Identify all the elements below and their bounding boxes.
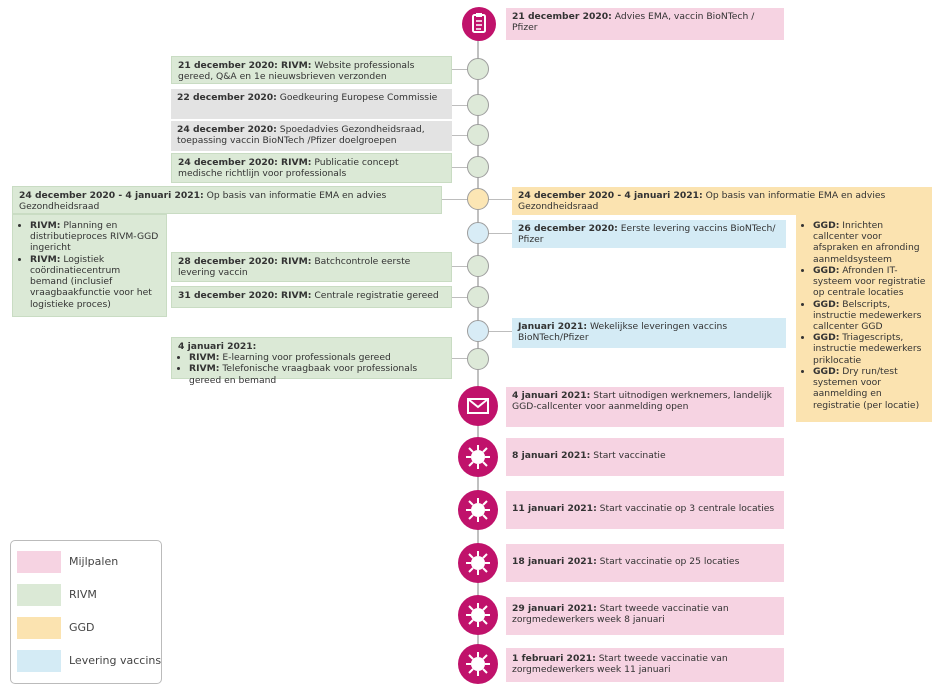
timeline-node: [467, 320, 489, 342]
event-goedkeuring-ec: 22 december 2020: Goedkeuring Europese C…: [171, 89, 452, 119]
connector: [452, 69, 477, 70]
event-rivm-period: 24 december 2020 - 4 januari 2021: Op ba…: [12, 186, 442, 214]
connector: [452, 105, 477, 106]
event-advies-ema: 21 december 2020: Advies EMA, vaccin Bio…: [506, 8, 784, 40]
virus-icon: [458, 644, 498, 684]
legend-label: Mijlpalen: [69, 555, 119, 568]
event-rivm-januari: 4 januari 2021: RIVM: E-learning voor pr…: [171, 337, 452, 386]
timeline-node: [467, 58, 489, 80]
connector: [452, 266, 477, 267]
list-item: GGD: Inrichten callcenter voor afspraken…: [813, 220, 926, 265]
list-item: RIVM: E-learning voor professionals gere…: [189, 352, 445, 363]
timeline-node: [467, 188, 489, 210]
virus-icon: [458, 595, 498, 635]
event-ggd-period: 24 december 2020 - 4 januari 2021: Op ba…: [512, 187, 932, 215]
connector: [478, 331, 512, 332]
clipboard-icon: [462, 7, 496, 41]
ggd-tasks-list: GGD: Inrichten callcenter voor afspraken…: [796, 215, 932, 422]
event-uitnodigen: 4 januari 2021: Start uitnodigen werknem…: [506, 387, 784, 427]
timeline-node: [467, 255, 489, 277]
timeline-node: [467, 222, 489, 244]
list-item: GGD: Triagescripts, instructie medewerke…: [813, 332, 926, 366]
event-rivm-website: 21 december 2020: RIVM: Website professi…: [171, 56, 452, 84]
connector: [452, 135, 477, 136]
event-centrale-registratie: 31 december 2020: RIVM: Centrale registr…: [171, 286, 452, 308]
event-rivm-richtlijn: 24 december 2020: RIVM: Publicatie conce…: [171, 153, 452, 183]
timeline-node: [467, 156, 489, 178]
list-item: GGD: Belscripts, instructie medewerkers …: [813, 299, 926, 333]
legend: Mijlpalen RIVM GGD Levering vaccins: [10, 540, 162, 684]
legend-swatch: [17, 584, 61, 606]
virus-icon: [458, 543, 498, 583]
event-eerste-levering: 26 december 2020: Eerste levering vaccin…: [512, 220, 786, 248]
list-item: RIVM: Planning en distributieproces RIVM…: [30, 220, 160, 254]
event-tweede-vaccinatie-2: 1 februari 2021: Start tweede vaccinatie…: [506, 648, 784, 682]
event-drie-locaties: 11 januari 2021: Start vaccinatie op 3 c…: [506, 491, 784, 529]
connector: [452, 167, 477, 168]
connector: [478, 233, 512, 234]
list-item: RIVM: Logistiek coördinatiecentrum beman…: [30, 254, 160, 310]
virus-icon: [458, 490, 498, 530]
connector: [452, 297, 477, 298]
legend-label: RIVM: [69, 588, 97, 601]
timeline-node: [467, 94, 489, 116]
legend-swatch: [17, 551, 61, 573]
list-item: GGD: Dry run/test systemen voor aanmeldi…: [813, 366, 926, 411]
rivm-tasks-list: RIVM: Planning en distributieproces RIVM…: [12, 214, 167, 317]
legend-label: GGD: [69, 621, 95, 634]
event-tweede-vaccinatie-1: 29 januari 2021: Start tweede vaccinatie…: [506, 597, 784, 635]
list-item: RIVM: Telefonische vraagbaak voor profes…: [189, 363, 445, 385]
legend-swatch: [17, 650, 61, 672]
list-item: GGD: Afronden IT-systeem voor registrati…: [813, 265, 926, 299]
envelope-icon: [458, 386, 498, 426]
connector: [452, 358, 477, 359]
event-batchcontrole: 28 december 2020: RIVM: Batchcontrole ee…: [171, 252, 452, 282]
event-start-vaccinatie: 8 januari 2021: Start vaccinatie: [506, 438, 784, 476]
event-wekelijkse-leveringen: Januari 2021: Wekelijkse leveringen vacc…: [512, 318, 786, 348]
event-spoedadvies: 24 december 2020: Spoedadvies Gezondheid…: [171, 121, 452, 151]
virus-icon: [458, 437, 498, 477]
legend-swatch: [17, 617, 61, 639]
timeline-node: [467, 124, 489, 146]
timeline-node: [467, 348, 489, 370]
timeline-node: [467, 286, 489, 308]
legend-label: Levering vaccins: [69, 654, 162, 667]
event-25-locaties: 18 januari 2021: Start vaccinatie op 25 …: [506, 544, 784, 582]
